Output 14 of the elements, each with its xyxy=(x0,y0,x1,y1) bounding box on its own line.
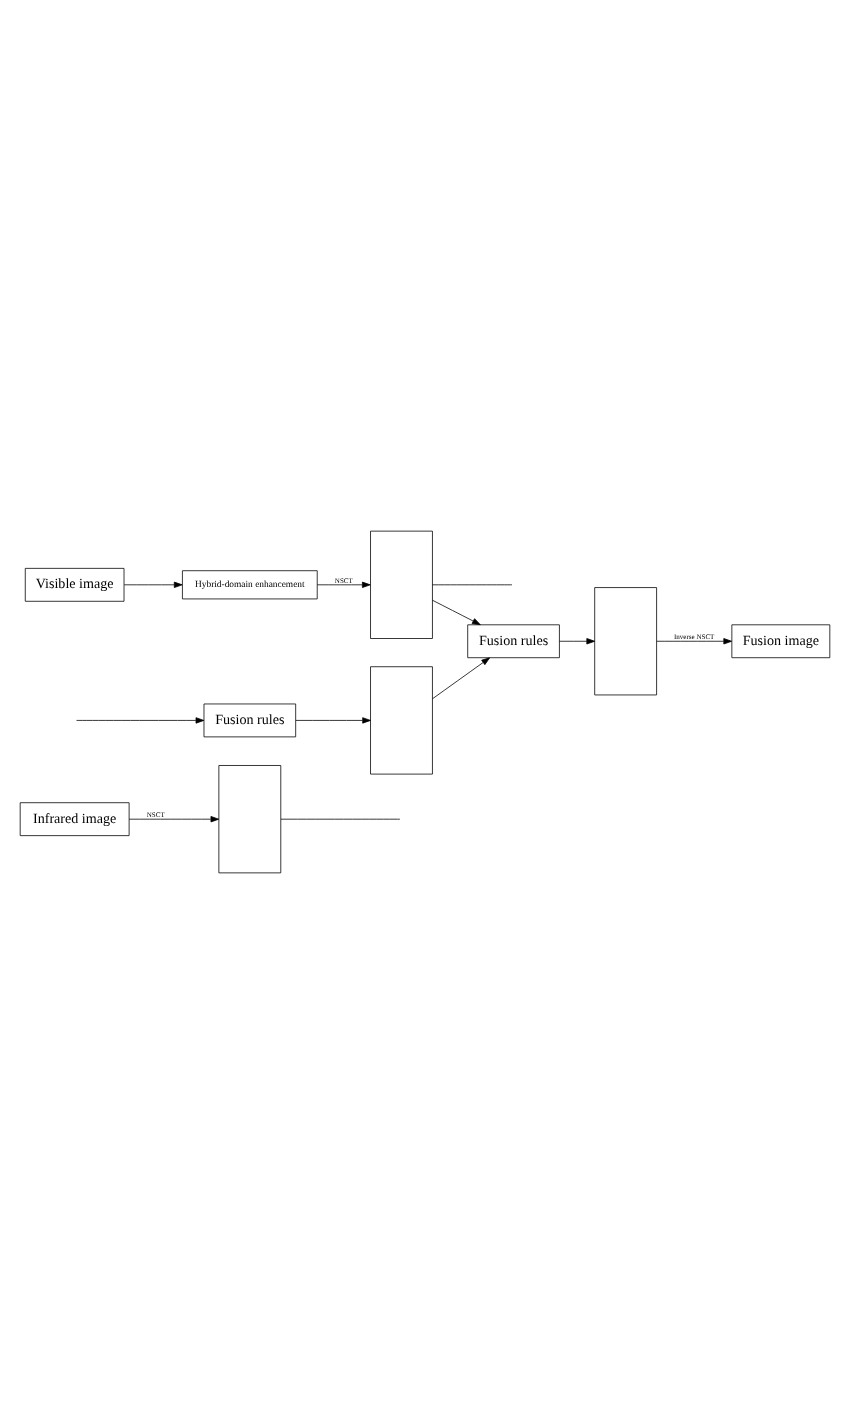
arrow xyxy=(123,581,183,588)
arrow xyxy=(559,638,596,645)
connector xyxy=(432,584,513,586)
node-box xyxy=(370,666,433,775)
arrow xyxy=(295,717,371,724)
arrow xyxy=(128,816,220,823)
arrow xyxy=(432,657,490,700)
arrow xyxy=(432,599,481,626)
node-box xyxy=(218,765,282,874)
node-box xyxy=(594,587,657,696)
arrow xyxy=(76,717,205,724)
arrow xyxy=(316,581,371,588)
node-box xyxy=(370,530,433,639)
arrow xyxy=(656,638,732,645)
